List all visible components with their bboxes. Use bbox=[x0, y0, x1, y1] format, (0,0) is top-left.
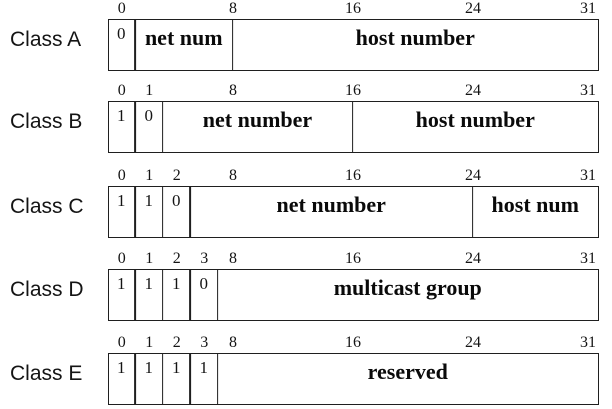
bit-tick: 8 bbox=[229, 167, 237, 184]
bit-field-box: 0 net num host number bbox=[108, 19, 599, 71]
class-label: Class D bbox=[10, 278, 84, 301]
field-label: reserved bbox=[367, 359, 448, 384]
bit-tick: 0 bbox=[117, 250, 126, 267]
field-label: net number bbox=[202, 107, 313, 132]
bit-tick: 24 bbox=[465, 82, 481, 99]
bit-tick: 31 bbox=[580, 82, 596, 99]
class-row: Class A 0 8 16 24 31 0 net num host number bbox=[0, 0, 612, 71]
bit-tick: 8 bbox=[229, 334, 237, 351]
bit-tick: 3 bbox=[200, 334, 209, 351]
cell-divider bbox=[134, 187, 136, 237]
bit-value: 0 bbox=[199, 274, 209, 293]
class-label: Class E bbox=[10, 362, 83, 385]
bit-tick: 16 bbox=[345, 250, 361, 267]
bit-tick: 16 bbox=[345, 167, 361, 184]
bit-tick: 3 bbox=[200, 250, 209, 267]
bit-tick: 16 bbox=[345, 82, 361, 99]
bit-value: 0 bbox=[172, 191, 181, 210]
bit-value: 0 bbox=[144, 106, 154, 125]
bit-tick: 0 bbox=[117, 334, 126, 351]
bit-tick: 8 bbox=[229, 250, 237, 267]
field-divider bbox=[231, 20, 234, 70]
bit-tick: 2 bbox=[172, 250, 181, 267]
bit-value: 1 bbox=[117, 274, 126, 293]
bit-value: 1 bbox=[172, 274, 181, 293]
bit-value: 1 bbox=[172, 358, 181, 377]
bit-tick: 0 bbox=[117, 82, 126, 99]
cell-divider bbox=[134, 270, 136, 320]
cell-divider bbox=[134, 20, 136, 70]
bit-value: 1 bbox=[117, 358, 126, 377]
cell-divider bbox=[134, 354, 136, 404]
bit-tick: 8 bbox=[229, 0, 237, 17]
bit-tick: 31 bbox=[580, 167, 596, 184]
bit-tick: 24 bbox=[465, 250, 481, 267]
class-label: Class C bbox=[10, 195, 84, 218]
bit-tick: 0 bbox=[117, 0, 126, 17]
bit-tick: 8 bbox=[229, 82, 237, 99]
bit-tick: 1 bbox=[145, 334, 154, 351]
cell-divider bbox=[216, 354, 219, 404]
bit-value: 1 bbox=[199, 358, 209, 377]
field-label: host number bbox=[415, 107, 535, 132]
cell-divider bbox=[216, 270, 219, 320]
bit-value: 1 bbox=[144, 274, 154, 293]
bit-value: 1 bbox=[117, 106, 126, 125]
class-label: Class A bbox=[10, 28, 82, 51]
bit-tick: 0 bbox=[117, 167, 126, 184]
cell-divider bbox=[161, 102, 164, 152]
cell-divider bbox=[161, 187, 164, 237]
class-label: Class B bbox=[10, 110, 83, 133]
bit-tick: 2 bbox=[172, 167, 181, 184]
bit-value: 1 bbox=[144, 191, 154, 210]
field-label: multicast group bbox=[333, 275, 482, 300]
bit-tick: 16 bbox=[345, 0, 361, 17]
field-divider bbox=[471, 187, 474, 237]
cell-divider bbox=[161, 354, 164, 404]
bit-value: 1 bbox=[117, 191, 126, 210]
cell-divider bbox=[189, 270, 191, 320]
bit-tick: 1 bbox=[145, 250, 154, 267]
bit-tick: 24 bbox=[465, 334, 481, 351]
cell-divider bbox=[189, 354, 191, 404]
cell-divider bbox=[189, 187, 191, 237]
bit-tick: 1 bbox=[145, 82, 154, 99]
bit-value: 0 bbox=[117, 24, 126, 43]
field-label: net number bbox=[276, 192, 386, 217]
bit-tick: 31 bbox=[580, 0, 596, 17]
field-divider bbox=[351, 102, 354, 152]
bit-tick: 24 bbox=[465, 0, 481, 17]
field-label: host num bbox=[491, 192, 579, 217]
cell-divider bbox=[134, 102, 136, 152]
field-label: net num bbox=[144, 25, 223, 50]
bit-tick: 16 bbox=[345, 334, 361, 351]
bit-tick: 24 bbox=[465, 167, 481, 184]
cell-divider bbox=[161, 270, 164, 320]
bit-tick: 31 bbox=[580, 250, 596, 267]
bit-tick: 1 bbox=[145, 167, 154, 184]
bit-value: 1 bbox=[144, 358, 154, 377]
bit-tick: 2 bbox=[172, 334, 181, 351]
field-label: host number bbox=[355, 25, 475, 50]
bit-tick: 31 bbox=[580, 334, 596, 351]
